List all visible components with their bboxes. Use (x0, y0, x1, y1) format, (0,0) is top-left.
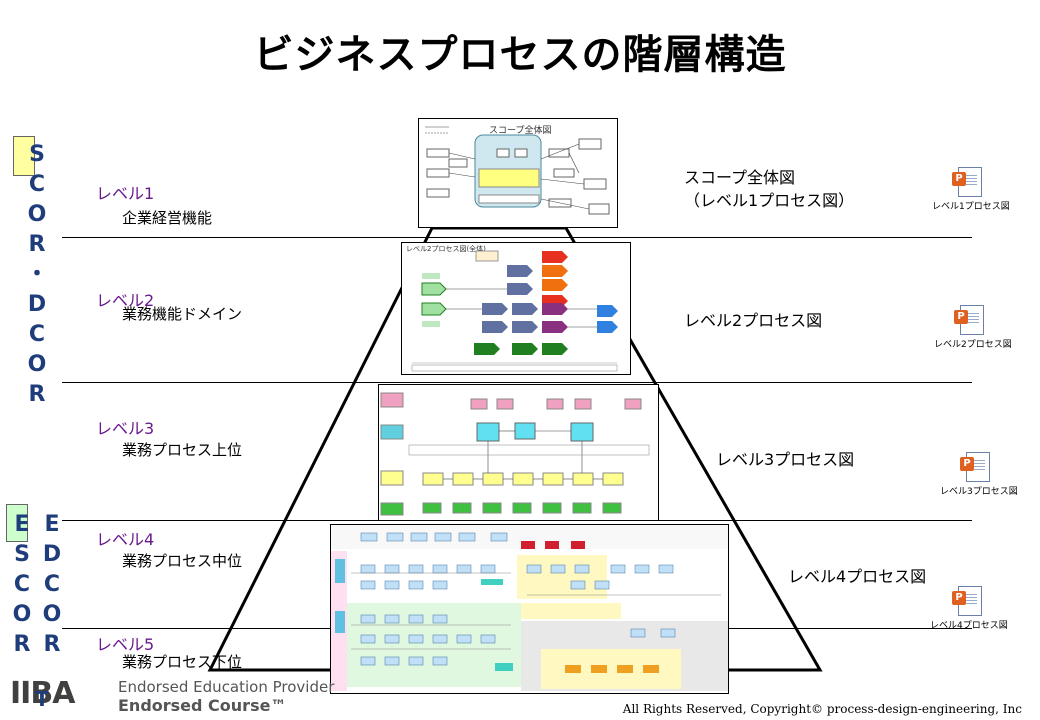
level3-thumbnail-graphic (380, 392, 650, 516)
level4-thumbnail-graphic (331, 525, 728, 691)
scope-thumbnail-graphic (425, 126, 610, 215)
pptx-file-icon[interactable]: P (952, 586, 982, 618)
level-2-label: レベル2 (96, 291, 155, 310)
endorsed-provider-text: Endorsed Education Provider (118, 678, 335, 696)
level-1-file-name[interactable]: レベル1プロセス図 (932, 202, 1010, 212)
level-3-desc: 業務プロセス上位 (122, 441, 243, 459)
level3-diagram-thumbnail[interactable] (378, 384, 659, 521)
level-2-diagram-label: レベル2プロセス図 (684, 311, 823, 330)
pptx-file-icon[interactable]: P (952, 167, 982, 199)
level-1-desc: 企業経営機能 (122, 209, 213, 227)
level4-diagram-thumbnail[interactable] (330, 524, 729, 694)
level-3-file-name[interactable]: レベル3プロセス図 (940, 487, 1018, 497)
pyramid-triangle (207, 226, 823, 672)
level2-diagram-thumbnail[interactable]: レベル2プロセス図(全体) (401, 242, 631, 375)
edcor-vertical-label: E D C O R (42, 512, 62, 657)
level-1-label: レベル1 (96, 184, 155, 203)
copyright-text: All Rights Reserved, Copyright© process-… (622, 702, 1022, 716)
level-4-desc: 業務プロセス中位 (122, 552, 243, 570)
level-1-diagram-label: スコープ全体図 (684, 168, 796, 187)
escor-vertical-label: E S C O R (12, 512, 32, 657)
pptx-file-icon[interactable]: P (954, 305, 984, 337)
iiba-logo: IIBA (10, 676, 75, 711)
scope-diagram-thumbnail[interactable]: スコープ全体図 (418, 118, 618, 228)
level-4-file-name[interactable]: レベル4プロセス図 (930, 621, 1008, 631)
level-5-desc: 業務プロセス下位 (122, 653, 243, 671)
endorsed-course-text: Endorsed Course™ (118, 696, 287, 715)
level2-thumbnail-caption: レベル2プロセス図(全体) (406, 245, 486, 253)
level2-thumbnail-graphic (411, 250, 618, 372)
level-5-label: レベル5 (96, 635, 155, 654)
vertical-label-tail: T (35, 687, 49, 711)
level-2-file-name[interactable]: レベル2プロセス図 (934, 340, 1012, 350)
scor-dcor-vertical-label: S C O R ・ D C O R (25, 142, 48, 407)
pptx-file-icon[interactable]: P (960, 452, 990, 484)
page-title: ビジネスプロセスの階層構造 (253, 32, 787, 78)
level-divider-2 (62, 382, 972, 383)
level-1-diagram-sublabel: （レベル1プロセス図） (684, 191, 855, 210)
level-3-diagram-label: レベル3プロセス図 (716, 450, 855, 469)
scope-thumbnail-caption: スコープ全体図 (489, 126, 552, 136)
level-4-diagram-label: レベル4プロセス図 (788, 567, 927, 586)
level-divider-1 (62, 237, 972, 238)
scor-highlight-box (13, 136, 35, 176)
level-3-label: レベル3 (96, 419, 155, 438)
level-4-label: レベル4 (96, 530, 155, 549)
escor-highlight-box (6, 504, 28, 542)
level-2-desc: 業務機能ドメイン (122, 305, 243, 323)
